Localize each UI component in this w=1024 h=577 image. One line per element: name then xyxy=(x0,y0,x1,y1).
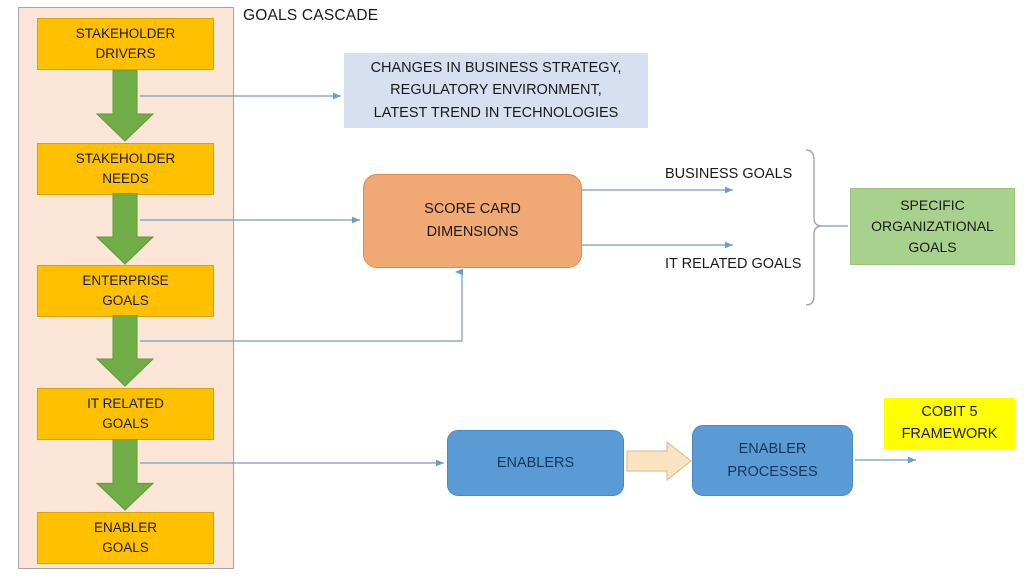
cascade-box-line2: NEEDS xyxy=(102,171,149,186)
enabler-processes-line1: ENABLER xyxy=(738,441,807,458)
cascade-box-stakeholder-drivers[interactable]: STAKEHOLDER DRIVERS xyxy=(37,18,214,70)
cascade-box-stakeholder-needs[interactable]: STAKEHOLDER NEEDS xyxy=(37,143,214,195)
down-arrow-icon-3 xyxy=(95,315,155,387)
label-it-related-goals: IT RELATED GOALS xyxy=(665,256,802,272)
down-arrow-icon-4 xyxy=(95,439,155,511)
cascade-box-line1: STAKEHOLDER xyxy=(75,151,176,167)
scorecard-line1: SCORE CARD xyxy=(424,200,521,217)
enabler-processes-line2: PROCESSES xyxy=(727,463,818,480)
enablers-box[interactable]: ENABLERS xyxy=(447,430,624,496)
cascade-box-enabler-goals[interactable]: ENABLER GOALS xyxy=(37,512,214,564)
cobit-line2: FRAMEWORK xyxy=(901,425,998,442)
org-goals-line1: SPECIFIC xyxy=(900,197,965,213)
org-goals-line2: ORGANIZATIONAL xyxy=(871,218,994,234)
cascade-box-line2: GOALS xyxy=(102,293,149,308)
scorecard-line2: DIMENSIONS xyxy=(426,224,519,240)
enabler-processes-box[interactable]: ENABLER PROCESSES xyxy=(692,425,853,496)
changes-note-box: CHANGES IN BUSINESS STRATEGY, REGULATORY… xyxy=(344,53,648,128)
cascade-box-line1: IT RELATED xyxy=(87,396,164,412)
cobit-line1: COBIT 5 xyxy=(921,403,978,420)
cascade-box-line1: ENTERPRISE xyxy=(82,273,169,289)
score-card-dimensions-box[interactable]: SCORE CARD DIMENSIONS xyxy=(363,174,582,268)
diagram-title: GOALS CASCADE xyxy=(243,7,379,24)
block-arrow-icon-enablers-to-processes xyxy=(626,440,692,482)
cascade-box-enterprise-goals[interactable]: ENTERPRISE GOALS xyxy=(37,265,214,317)
specific-organizational-goals-box[interactable]: SPECIFIC ORGANIZATIONAL GOALS xyxy=(850,188,1015,265)
cascade-box-it-related-goals[interactable]: IT RELATED GOALS xyxy=(37,388,214,440)
note-line1: CHANGES IN BUSINESS STRATEGY, xyxy=(370,59,622,76)
cascade-box-line2: DRIVERS xyxy=(95,46,156,61)
cascade-box-line2: GOALS xyxy=(102,416,149,431)
cascade-box-line1: ENABLER xyxy=(93,520,158,536)
label-business-goals: BUSINESS GOALS xyxy=(665,166,793,182)
cobit-5-framework-box[interactable]: COBIT 5 FRAMEWORK xyxy=(884,398,1015,449)
note-line2: REGULATORY ENVIRONMENT, xyxy=(390,82,602,99)
down-arrow-icon-2 xyxy=(95,193,155,265)
cascade-box-line1: STAKEHOLDER xyxy=(75,26,176,42)
brace-goal-grouping xyxy=(805,149,823,306)
down-arrow-icon-1 xyxy=(95,70,155,142)
cascade-box-line2: GOALS xyxy=(102,540,149,555)
enablers-line1: ENABLERS xyxy=(496,454,575,471)
org-goals-line3: GOALS xyxy=(908,239,957,255)
note-line3: LATEST TREND IN TECHNOLOGIES xyxy=(373,104,619,121)
